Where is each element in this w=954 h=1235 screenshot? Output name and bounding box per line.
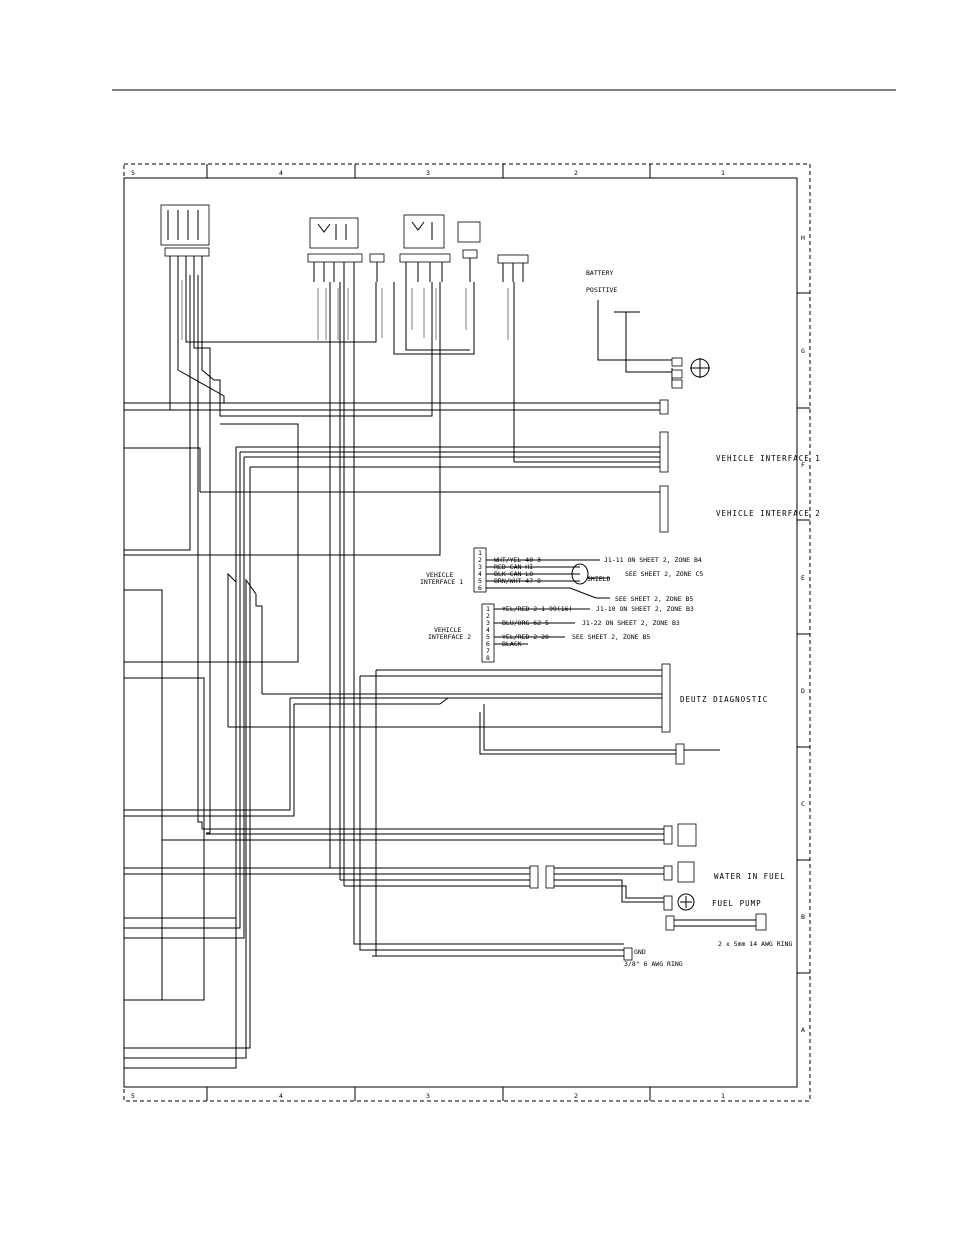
fuel-pump-connector [663,893,767,931]
vi2-pin-num: 5 [486,633,490,641]
ring-14awg-label: 2 x 5mm 14 AWG RING [718,940,792,948]
vi1-ref-see-b5: SEE SHEET 2, ZONE B5 [615,595,693,603]
vehicle-interface-2-connector [200,485,669,533]
vehicle-interface-2-label: VEHICLE INTERFACE 2 [716,509,821,518]
row-label-g: G [801,347,805,355]
col-label-2-bottom: 2 [574,1092,578,1100]
row-label-h: H [801,234,805,242]
vi1-ref-see-c5: SEE SHEET 2, ZONE C5 [625,570,703,578]
row-label-f: F [801,461,805,469]
vi2-wires [494,608,590,645]
vehicle-interface-1-label: VEHICLE INTERFACE 1 [716,454,821,463]
row-label-d: D [801,687,805,695]
vi2-terminal-block [481,603,495,663]
vi2-pin-num: 7 [486,647,490,655]
vi2-block-label-2: INTERFACE 2 [428,633,471,641]
vi1-block-label-2: INTERFACE 1 [420,578,463,586]
vi2-ref-see-b5: SEE SHEET 2, ZONE B5 [572,633,650,641]
col-label-5: 5 [131,169,135,177]
row-label-b: B [801,913,805,921]
fuel-pump-relay [307,217,363,282]
vi2-pin-num: 3 [486,619,490,627]
row-labels: H G F E D C B A [801,234,805,1034]
column-labels-top: 5 4 3 2 1 [131,169,725,177]
glow-plug-relay [399,214,451,282]
vi2-block-label-1: VEHICLE [434,626,461,634]
column-labels-bottom: 5 4 3 2 1 [131,1092,725,1100]
water-in-fuel-connector [124,861,695,903]
vi1-pin-num: 1 [478,549,482,557]
vi1-ref-j1-11: J1-11 ON SHEET 2, ZONE B4 [604,556,702,564]
battery-label: BATTERY [586,269,613,277]
row-label-a: A [801,1026,805,1034]
row-label-c: C [801,800,805,808]
vi1-pin-num: 3 [478,563,482,571]
fuel-pump-label: FUEL PUMP [712,899,762,908]
vi1-block-label-1: VEHICLE [426,571,453,579]
vi1-pin-num: 4 [478,570,482,578]
ring-6awg-label: 3/8" 6 AWG RING [624,960,683,968]
battery-circuit [597,300,710,389]
gnd-label: GND [634,948,646,956]
vi2-pin-num: 6 [486,640,490,648]
alternator-connector [497,254,529,282]
col-label-4-bottom: 4 [279,1092,283,1100]
col-label-3-bottom: 3 [426,1092,430,1100]
wire-tag-marks [181,280,509,340]
vi2-pin-num: 1 [486,605,490,613]
col-label-3: 3 [426,169,430,177]
vi1-terminal-block [473,547,487,593]
col-label-1: 1 [721,169,725,177]
vi2-pin-num: 8 [486,654,490,662]
drawing-frame [123,163,811,1102]
col-label-5-bottom: 5 [131,1092,135,1100]
relay-block-left [160,204,210,275]
vi2-pin-num: 2 [486,612,490,620]
vi1-wires [486,559,610,599]
vi2-ref-j1-22: J1-22 ON SHEET 2, ZONE B3 [582,619,680,627]
vi2-ref-j1-10: J1-10 ON SHEET 2, ZONE B3 [596,605,694,613]
water-in-fuel-label: WATER IN FUEL [714,872,786,881]
vi1-pin-num: 2 [478,556,482,564]
vi1-pin-num: 6 [478,584,482,592]
col-label-1-bottom: 1 [721,1092,725,1100]
vi1-ref-shield: SHIELD [587,575,611,583]
coolant-level-connector [162,823,697,847]
ground-connector [364,943,633,961]
vi1-pin-list: 1 2 3 4 5 6 WHT/YEL 40-3 RED CAN HI BLK … [478,549,541,592]
glow-plug-connector [457,221,481,282]
deutz-diagnostic-label: DEUTZ DIAGNOSTIC [680,695,768,704]
vehicle-interface-1-connector [236,431,669,473]
row-label-e: E [801,574,805,582]
col-label-4: 4 [279,169,283,177]
col-label-2: 2 [574,169,578,177]
positive-label: POSITIVE [586,286,617,294]
vi2-pin-list: 1 2 3 4 5 6 7 8 YEL/RED 2-1-99(16) BLU/O… [486,605,572,662]
vi1-pin-num: 5 [478,577,482,585]
can-terminator-connector [479,704,720,765]
connector-small-top [369,253,385,282]
vi2-pin-num: 4 [486,626,490,634]
harness-routing [124,275,560,1088]
deutz-diagnostic-connector [228,663,671,733]
start-relay-connector [124,399,669,415]
